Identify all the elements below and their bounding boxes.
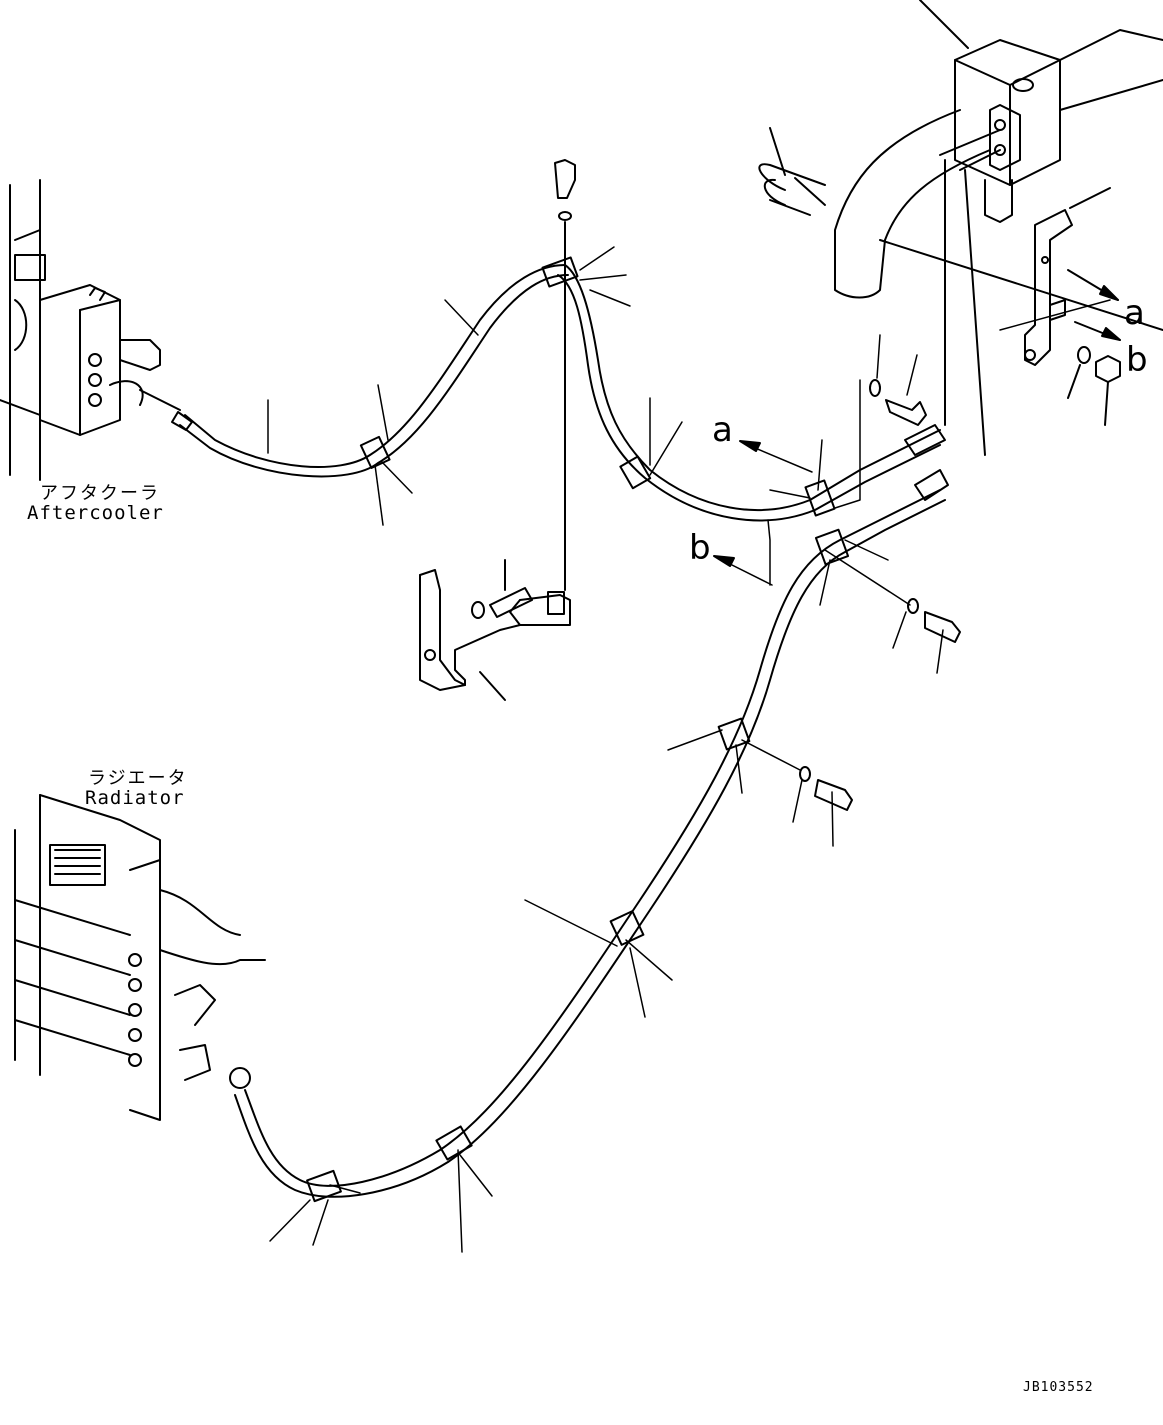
radiator-jp-label: ラジエータ [88,768,188,789]
aftercooler-unit [0,180,180,480]
view-a-label-arrow: a [712,410,733,450]
view-b-label-right: b [1126,340,1148,380]
drawing-number: JB103552 [1023,1380,1094,1395]
radiator-unit [15,795,265,1120]
view-arrows [714,441,812,585]
upper-hose [172,257,948,520]
aftercooler-en-label: Aftercooler [27,502,164,524]
fasteners [800,380,960,810]
lower-hose [230,490,945,1201]
center-bracket [420,160,575,700]
leader-lines [268,247,1110,1252]
bracket-right [1025,188,1120,425]
aftercooler-jp-label: アフタクーラ [40,483,160,504]
view-a-label-right: a [1124,293,1145,333]
u-bolt [759,128,825,215]
radiator-en-label: Radiator [85,787,185,809]
frame-mount [835,0,1163,455]
view-b-label-arrow: b [689,528,711,568]
